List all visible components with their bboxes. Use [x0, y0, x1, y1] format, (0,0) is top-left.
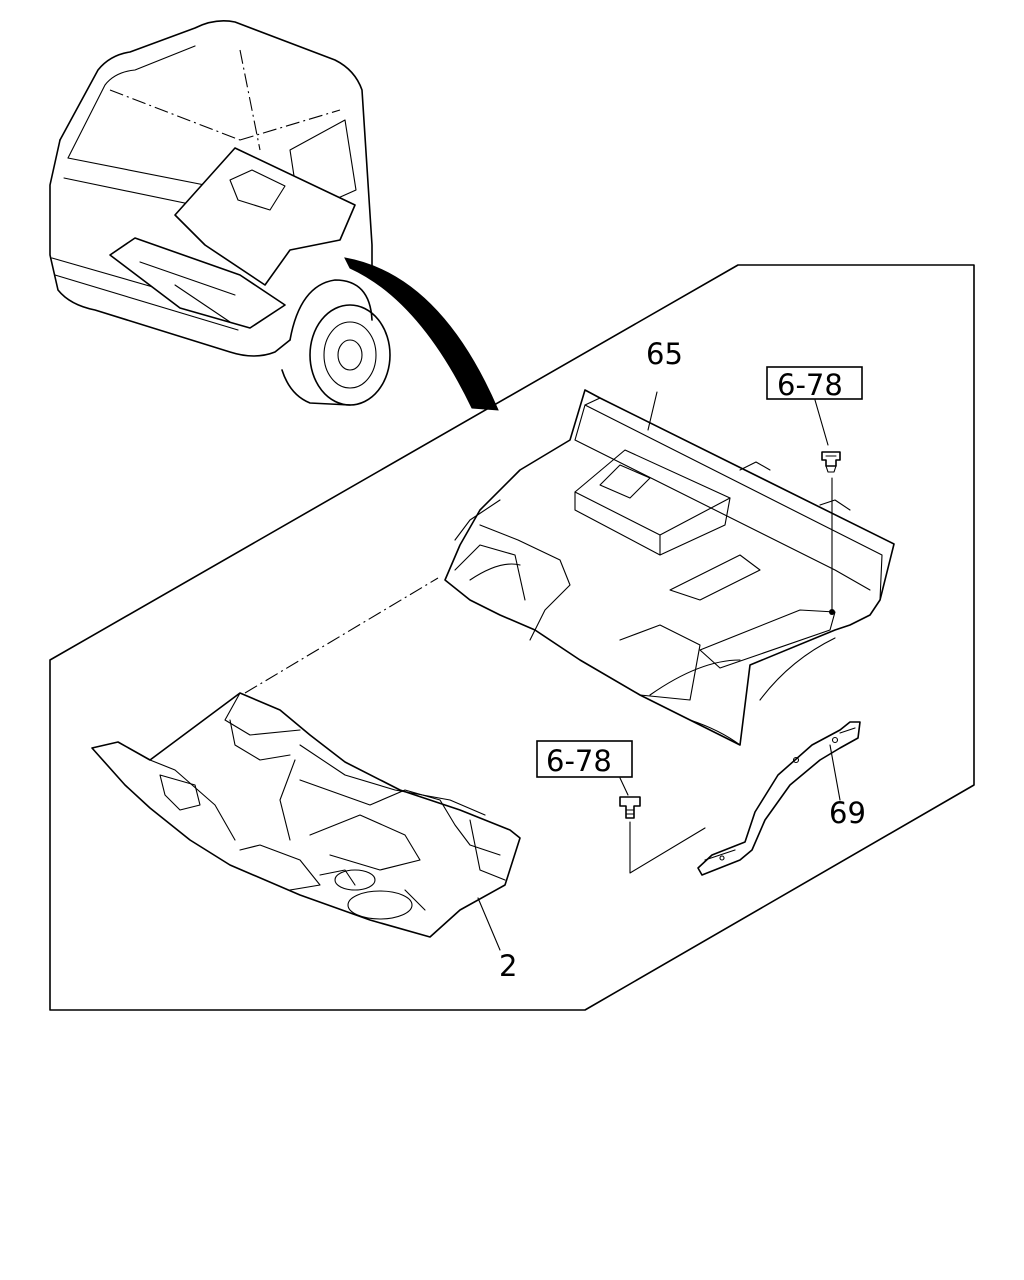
callout-65: 65 [646, 337, 683, 371]
leader-lines [244, 391, 841, 951]
clip-upper [821, 451, 841, 473]
cab-overview [49, 20, 391, 406]
bracket-strip [697, 721, 861, 876]
ref-label-top: 6-78 [777, 368, 843, 402]
detail-frame [49, 264, 975, 1011]
clip-lower [619, 796, 641, 819]
rear-floor-mat [444, 389, 895, 746]
ref-label-bottom: 6-78 [546, 744, 612, 778]
callout-2: 2 [499, 949, 517, 983]
ref-box-top [766, 366, 863, 400]
front-floor-mat [91, 692, 521, 938]
zoom-arrow [344, 257, 499, 411]
callout-69: 69 [829, 796, 866, 830]
ref-box-bottom [536, 740, 633, 778]
